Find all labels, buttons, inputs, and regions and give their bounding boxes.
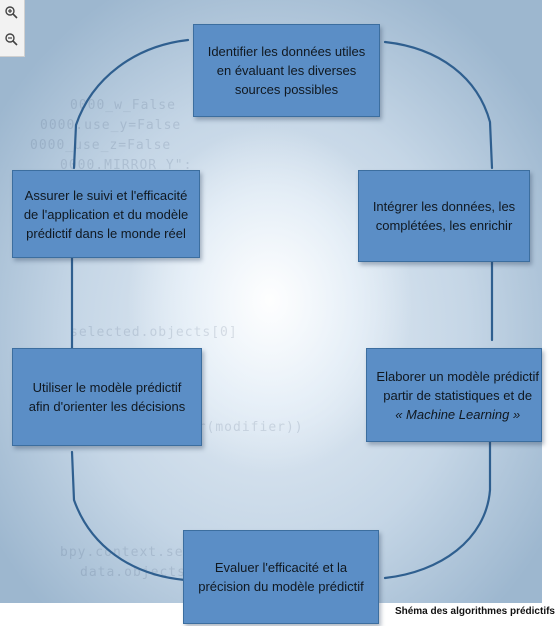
step-top: Identifier les données utiles en évaluan… (193, 24, 380, 117)
step-left-lower: Utiliser le modèle prédictif afin d'orie… (12, 348, 202, 446)
step-top-label: Identifier les données utiles en évaluan… (202, 42, 371, 99)
connector-bottom-to-left-lower (72, 452, 185, 580)
step-right-lower-line-3: « Machine Learning » (376, 405, 539, 424)
step-right-upper-label: Intégrer les données, les complétées, le… (367, 197, 521, 235)
step-right-upper: Intégrer les données, les complétées, le… (358, 170, 530, 262)
step-left-upper: Assurer le suivi et l'efficacité de l'ap… (12, 170, 200, 258)
step-right-lower: Elaborer un modèle prédictif partir de s… (366, 348, 542, 442)
connector-left-upper-to-top (74, 40, 188, 168)
step-left-upper-label: Assurer le suivi et l'efficacité de l'ap… (21, 186, 191, 243)
connector-right-lower-to-bottom (385, 442, 490, 578)
step-bottom-label: Evaluer l'efficacité et la précision du … (192, 558, 370, 596)
step-left-lower-label: Utiliser le modèle prédictif afin d'orie… (21, 378, 193, 416)
step-bottom: Evaluer l'efficacité et la précision du … (183, 530, 379, 624)
step-right-lower-line-1: Elaborer un modèle prédictif (376, 367, 539, 386)
step-right-lower-text: Elaborer un modèle prédictif partir de s… (376, 367, 539, 424)
figure-caption: Shéma des algorithmes prédictifs (395, 606, 555, 617)
connector-top-to-right (385, 42, 492, 168)
step-right-lower-line-2: partir de statistiques et de (376, 386, 539, 405)
